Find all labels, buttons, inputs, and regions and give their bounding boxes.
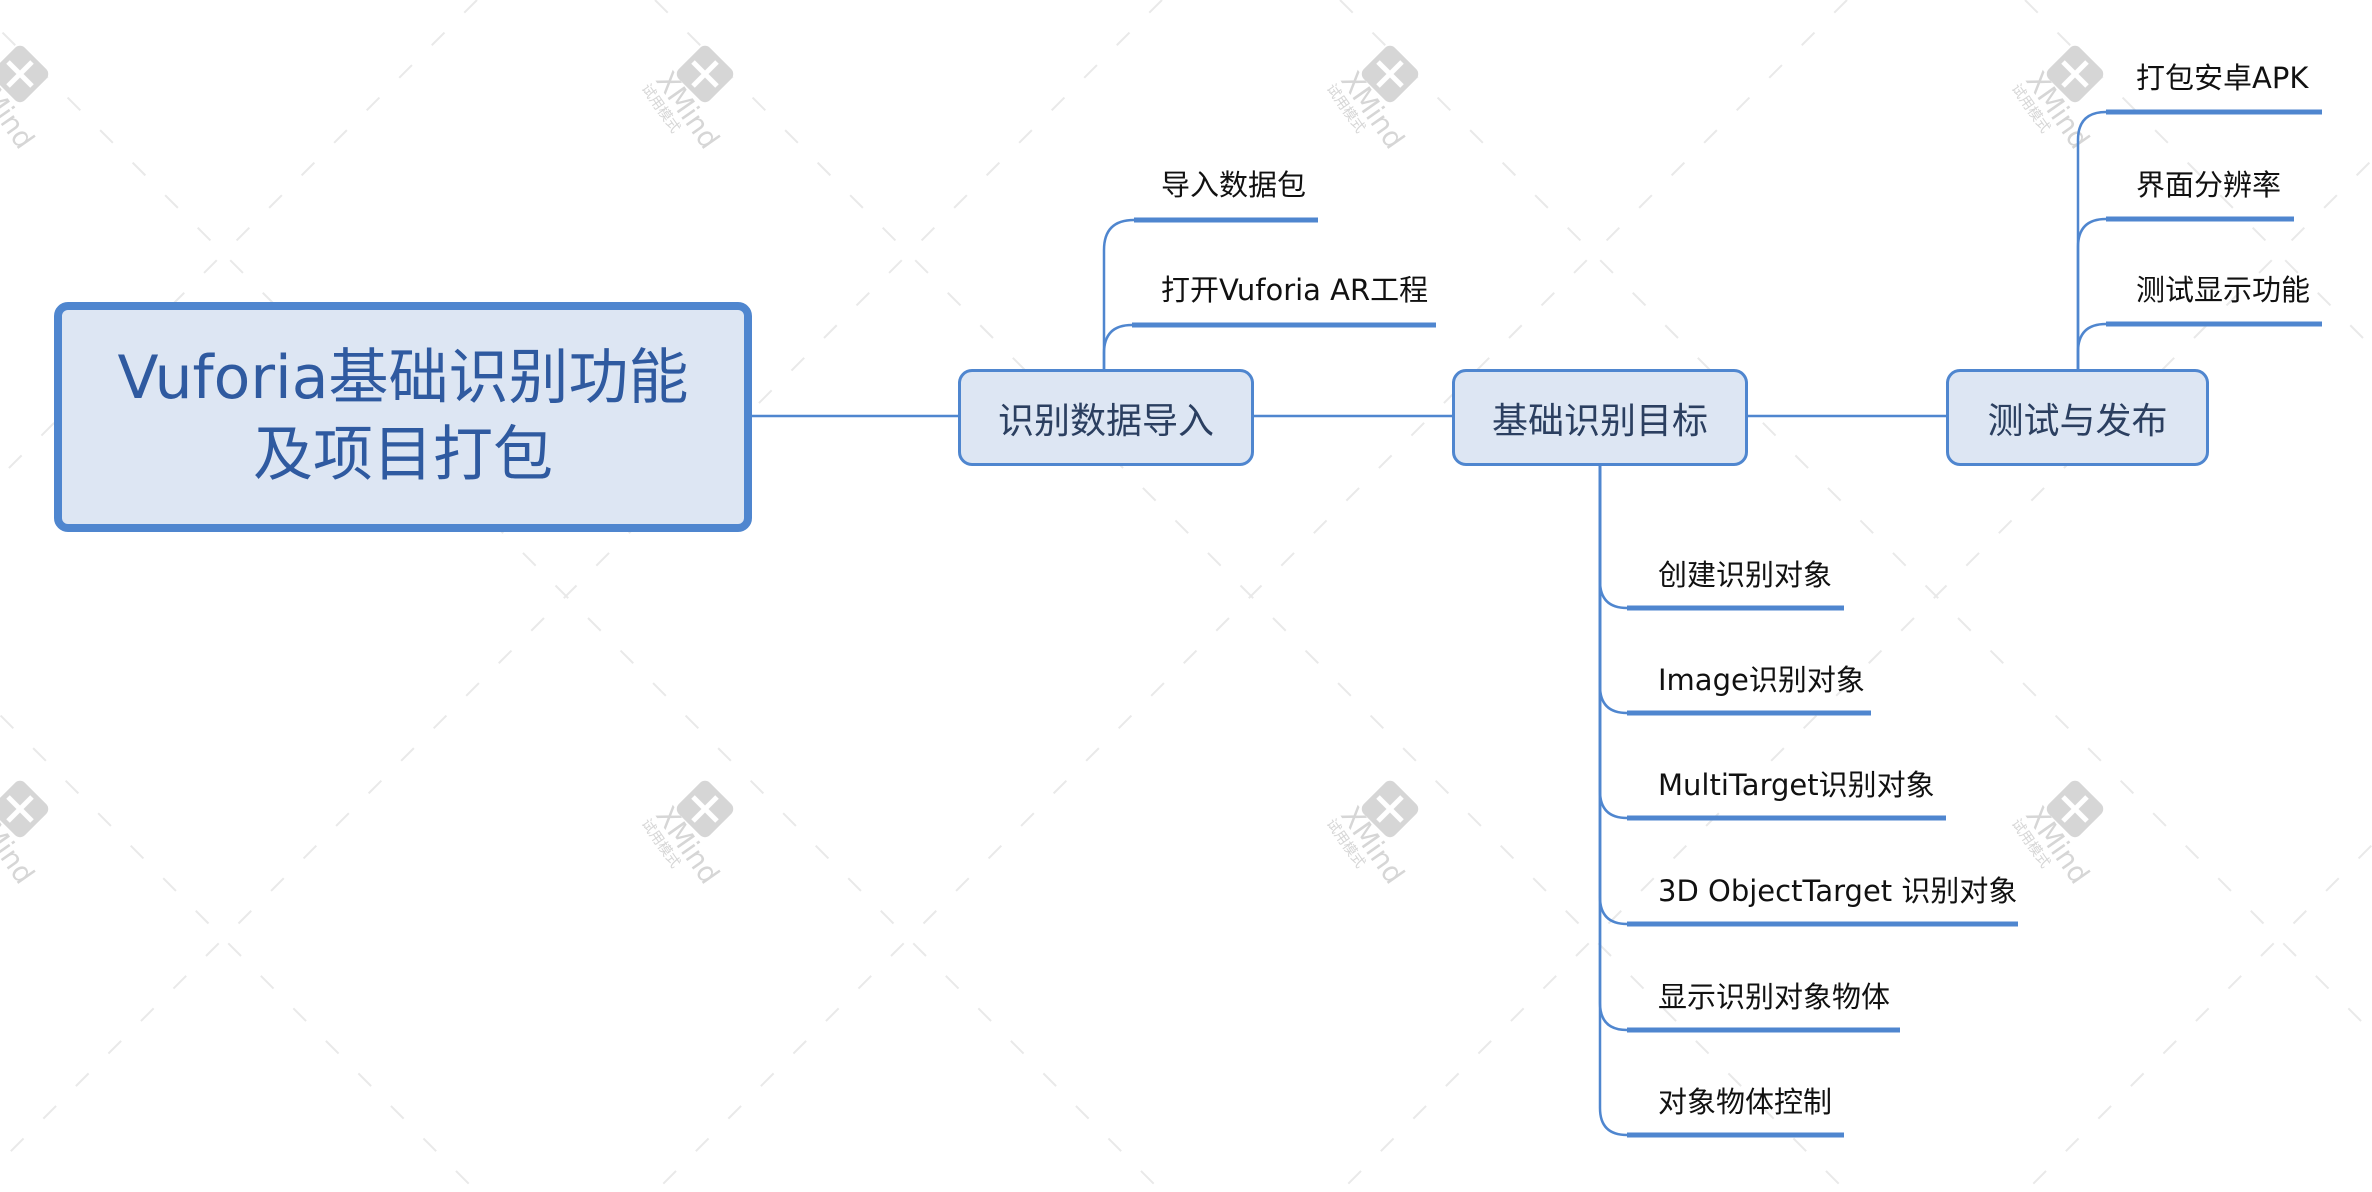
subtopic-3d-objecttarget-recognition-object[interactable]: 3D ObjectTarget 识别对象 (1658, 877, 2017, 906)
connector-basic-targets-subtopic-5 (1598, 466, 1628, 1032)
xmind-logo-cross-icon (1376, 60, 1404, 88)
subtopic-label: Image识别对象 (1658, 663, 1865, 697)
central-topic-text: Vuforia基础识别功能 及项目打包 (118, 340, 689, 494)
subtopic-label: 创建识别对象 (1658, 558, 1833, 592)
xmind-logo-cross-icon (691, 60, 719, 88)
watermark-grid-line (2024, 0, 2372, 349)
subtopic-label: 3D ObjectTarget 识别对象 (1658, 874, 2018, 908)
subtopic-multitarget-recognition-object[interactable]: MultiTarget识别对象 (1658, 771, 1935, 800)
subtopic-underlines (1132, 109, 2322, 1138)
watermark-grid-line (1339, 158, 2372, 1192)
subtopic-create-recognition-object[interactable]: 创建识别对象 (1658, 561, 1832, 590)
connector-basic-targets-subtopic-1 (1598, 466, 1628, 610)
subtopic-open-vuforia-ar-project[interactable]: 打开Vuforia AR工程 (1161, 276, 1428, 305)
main-topic-data-import[interactable]: 识别数据导入 (958, 369, 1254, 466)
subtopic-label: 导入数据包 (1161, 168, 1307, 202)
watermark-grid-line (0, 0, 1163, 1164)
xmind-logo-cross-icon (691, 795, 719, 823)
subtopic-label: 测试显示功能 (2136, 273, 2311, 307)
main-topic-label: 测试与发布 (1987, 400, 2168, 442)
main-topic-test-publish[interactable]: 测试与发布 (1946, 369, 2209, 466)
watermark-grid-line (0, 0, 478, 479)
main-topic-basic-targets[interactable]: 基础识别目标 (1452, 369, 1748, 466)
subtopic-package-android-apk[interactable]: 打包安卓APK (2136, 64, 2308, 93)
connector-data-import-subtopic-1 (1102, 218, 1135, 369)
connector-test-publish-subtopic-1 (2076, 110, 2107, 369)
central-topic[interactable]: Vuforia基础识别功能 及项目打包 (54, 302, 752, 532)
subtopic-image-recognition-object[interactable]: Image识别对象 (1658, 666, 1865, 695)
watermark-grid-line (0, 28, 1163, 1192)
xmind-logo-cross-icon (1376, 795, 1404, 823)
main-topic-label: 识别数据导入 (997, 400, 1214, 442)
xmind-logo-cross-icon (6, 60, 34, 88)
connector-layer (752, 110, 2107, 1137)
connector-basic-targets-subtopic-3 (1598, 466, 1628, 820)
connector-test-publish-subtopic-2 (2076, 217, 2107, 369)
subtopic-import-data-package[interactable]: 导入数据包 (1161, 171, 1306, 200)
central-topic-line-1: Vuforia基础识别功能 (117, 343, 689, 414)
subtopic-label: 显示识别对象物体 (1658, 980, 1891, 1014)
xmind-logo-cross-icon (2061, 795, 2089, 823)
subtopic-object-control[interactable]: 对象物体控制 (1658, 1088, 1832, 1117)
watermark-grid-line (654, 0, 1848, 1192)
watermark-grid-line (0, 713, 478, 1192)
connector-basic-targets-subtopic-2 (1598, 466, 1628, 715)
central-topic-line-2: 及项目打包 (253, 420, 553, 490)
xmind-logo-cross-icon (6, 795, 34, 823)
subtopic-label: 打开Vuforia AR工程 (1161, 273, 1429, 307)
subtopic-test-display-function[interactable]: 测试显示功能 (2136, 276, 2310, 305)
subtopic-label: 对象物体控制 (1658, 1085, 1833, 1119)
xmind-logo-cross-icon (2061, 60, 2089, 88)
subtopic-label: 界面分辨率 (2136, 168, 2282, 202)
subtopic-label: 打包安卓APK (2136, 61, 2309, 95)
connector-data-import-subtopic-2 (1102, 323, 1133, 369)
connector-basic-targets-subtopic-4 (1598, 466, 1628, 926)
connector-basic-targets-subtopic-6 (1598, 466, 1628, 1137)
subtopic-display-recognition-object[interactable]: 显示识别对象物体 (1658, 983, 1890, 1012)
main-topic-label: 基础识别目标 (1491, 400, 1708, 442)
subtopic-interface-resolution[interactable]: 界面分辨率 (2136, 171, 2281, 200)
connector-test-publish-subtopic-3 (2076, 322, 2107, 369)
subtopic-label: MultiTarget识别对象 (1658, 768, 1935, 802)
